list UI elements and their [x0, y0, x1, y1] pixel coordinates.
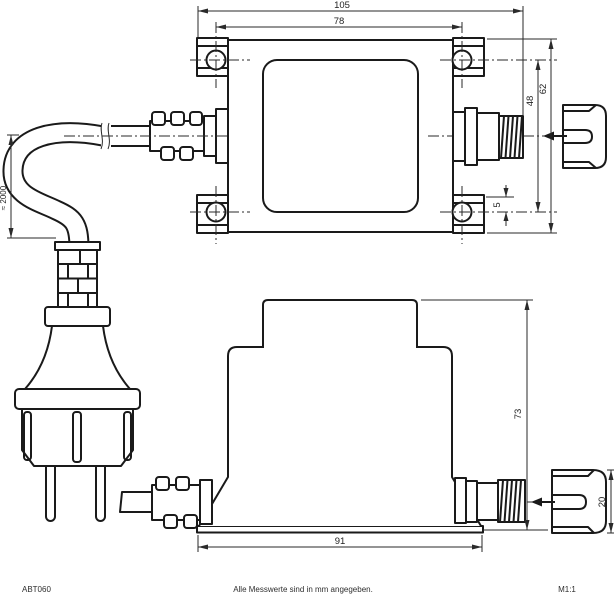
dim-48-label: 48 — [525, 96, 536, 107]
strain-relief-side — [119, 476, 213, 529]
earth-clip-slot — [123, 411, 132, 461]
earth-clip-slot — [23, 411, 32, 461]
title-block: ABT060 Alle Messwerte sind in mm angegeb… — [22, 585, 576, 594]
threaded-connector-top — [452, 107, 524, 166]
dim-105: 105 — [197, 0, 524, 115]
plug-flange — [14, 388, 141, 410]
housing-lid — [262, 59, 419, 213]
dim-73-label: 73 — [513, 409, 524, 420]
cable-break-line-left — [100, 122, 103, 150]
dim-20: 20 — [483, 469, 614, 534]
thread-hatching — [499, 479, 522, 523]
plug-center-slot — [72, 411, 82, 463]
thread-hatching — [500, 115, 523, 159]
dim-91-label: 91 — [335, 536, 346, 547]
strain-relief-top — [149, 108, 229, 164]
dim-cable-length-label: ≈ 2000 — [0, 185, 8, 210]
mating-cap-side — [531, 469, 607, 534]
insert-arrow — [531, 497, 542, 507]
mains-plug — [14, 241, 141, 522]
dim-5-label: 5 — [492, 202, 503, 207]
plug-body — [21, 408, 134, 467]
dim-78: 78 — [216, 16, 462, 30]
dim-62-label: 62 — [538, 84, 549, 95]
top-view — [2, 22, 607, 249]
dimension-annotations: 105 78 48 62 — [0, 0, 614, 552]
mating-cap-top — [543, 104, 607, 169]
plug-collar — [44, 306, 111, 327]
plug-grip — [57, 249, 98, 308]
dim-48: 48 — [525, 60, 541, 212]
cap-slot — [552, 494, 587, 510]
insert-arrow — [543, 131, 554, 141]
dim-5: 5 — [486, 185, 514, 226]
side-view — [119, 299, 607, 534]
threaded-connector-side — [454, 477, 526, 524]
plug-bell — [24, 325, 131, 390]
dim-78-label: 78 — [334, 16, 345, 27]
dim-91: 91 — [197, 535, 483, 552]
mains-cable-curve — [2, 122, 150, 249]
model-number: ABT060 — [22, 585, 51, 594]
mounting-tabs — [196, 37, 485, 234]
plug-cable-entry — [54, 241, 101, 251]
units-note: Alle Messwerte sind in mm angegeben. — [233, 585, 373, 594]
dim-20-label: 20 — [597, 497, 608, 508]
housing-top-block — [262, 299, 418, 348]
dim-cable-length: ≈ 2000 — [0, 134, 56, 239]
dim-62: 62 — [487, 38, 557, 234]
base-plate — [196, 525, 484, 534]
housing-body-side — [198, 346, 482, 527]
cap-slot — [563, 129, 593, 144]
scale-label: M1:1 — [558, 585, 576, 594]
dim-105-label: 105 — [334, 0, 350, 11]
